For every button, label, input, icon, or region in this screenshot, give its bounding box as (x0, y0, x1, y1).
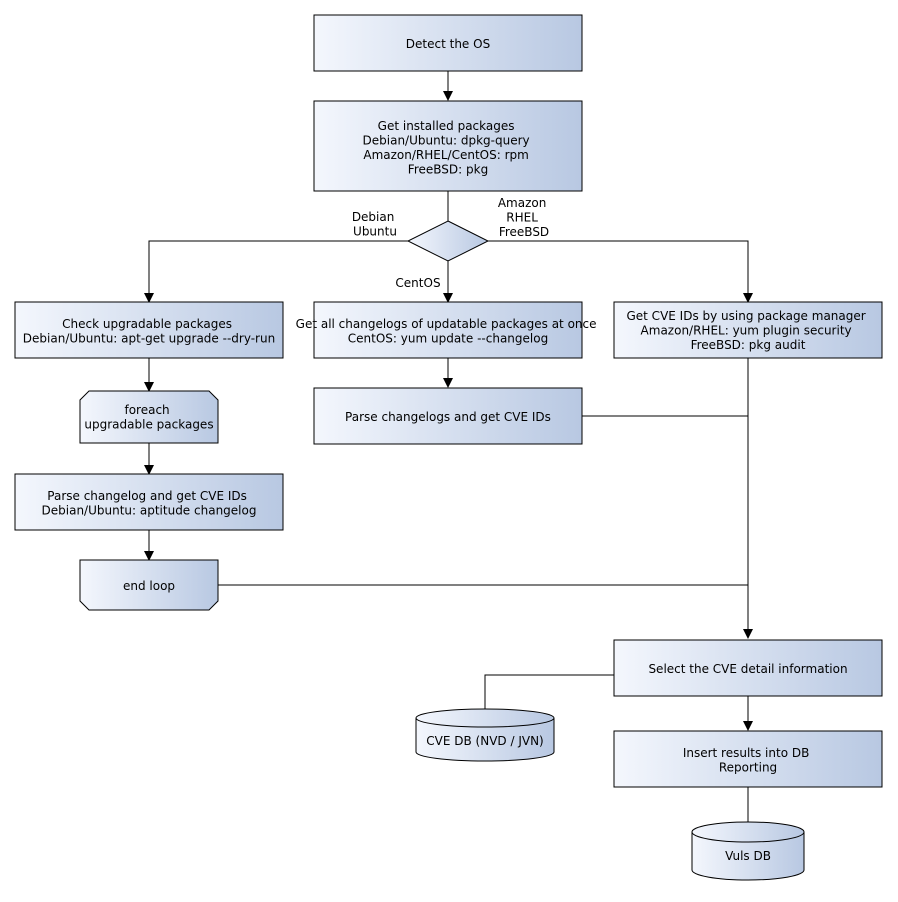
node-labels: Detect the OS Get installed packages Deb… (23, 37, 869, 863)
edge-decision-to-debian-branch (144, 240, 408, 303)
node-select-cve-detail (613, 639, 883, 697)
node-parse-changelogs-centos (313, 387, 583, 445)
node-os-decision (406, 220, 490, 262)
edge-labels: Debian Ubuntu Amazon RHEL FreeBSD CentOS (352, 196, 550, 290)
label-vuls-db: Vuls DB (725, 849, 771, 863)
node-end-loop (79, 559, 219, 611)
label-select-cve-detail: Select the CVE detail information (648, 662, 847, 676)
label-parse-changelog-debian: Parse changelog and get CVE IDs Debian/U… (42, 489, 257, 518)
node-check-upgradable (14, 301, 284, 359)
node-get-all-changelogs (313, 301, 583, 359)
label-cve-db: CVE DB (NVD / JVN) (426, 734, 543, 748)
edge-label-amazon: Amazon RHEL FreeBSD (498, 196, 550, 239)
label-insert-results: Insert results into DB Reporting (683, 746, 813, 775)
label-parse-changelogs-centos: Parse changelogs and get CVE IDs (345, 410, 551, 424)
connectors (144, 71, 753, 826)
edge-label-debian: Debian Ubuntu (352, 210, 398, 239)
label-get-all-changelogs: Get all changelogs of updatable packages… (296, 317, 601, 346)
label-detect-os: Detect the OS (406, 37, 490, 51)
node-foreach-loop (79, 390, 219, 444)
label-get-installed: Get installed packages Debian/Ubuntu: dp… (363, 119, 534, 177)
label-end-loop: end loop (123, 579, 175, 593)
node-parse-changelog-debian (14, 473, 284, 531)
label-get-cve-pkg-manager: Get CVE IDs by using package manager Ama… (626, 309, 869, 352)
node-insert-results (613, 730, 883, 788)
node-cve-db (415, 708, 555, 762)
node-detect-os (313, 14, 583, 72)
node-vuls-db (691, 821, 805, 881)
label-check-upgradable: Check upgradable packages Debian/Ubuntu:… (23, 317, 275, 346)
edge-decision-to-amazon-branch (488, 240, 753, 303)
node-get-installed (313, 100, 583, 192)
edge-label-centos: CentOS (395, 276, 440, 290)
edge-select-to-cvedb (484, 674, 614, 712)
label-foreach: foreach upgradable packages (84, 403, 213, 432)
node-get-cve-pkg-manager (613, 301, 883, 359)
nodes (14, 14, 883, 881)
